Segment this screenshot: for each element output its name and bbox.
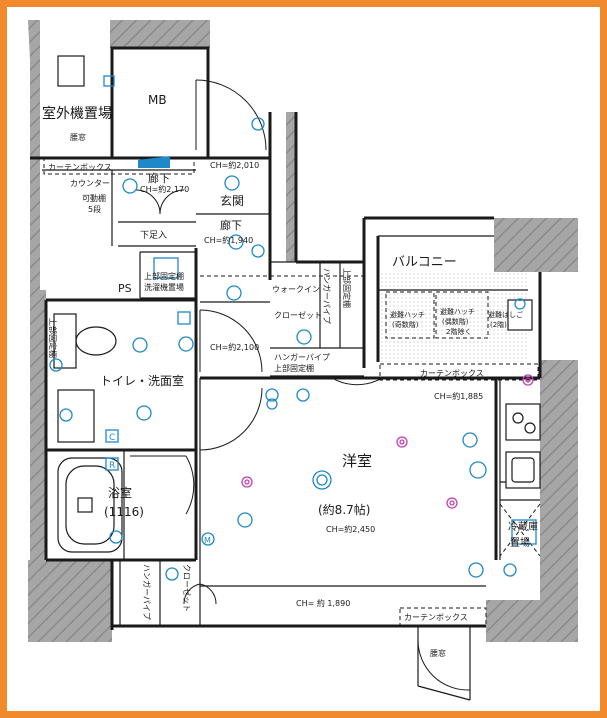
symbol-r-label: R [109, 461, 115, 471]
walk-in-closet-label: ウォークイン [272, 285, 320, 294]
ch-mid-label: CH=約2,100 [210, 342, 259, 352]
window-waist-bottom-label: 腰窓 [430, 648, 446, 658]
electrical-symbols [49, 75, 537, 581]
hanger-pipe-upper-shelf-1-label: ハンガーパイプ [274, 352, 330, 362]
symbol-m-label: M [204, 536, 211, 545]
bathroom-label: 浴室 [108, 485, 132, 500]
window-waist-top-label: 腰窓 [70, 132, 86, 142]
entrance-label: 玄関 [220, 193, 244, 208]
evac-hatch-1-line1: 避難ハッチ [390, 310, 425, 319]
switch-panel-icon [138, 156, 170, 168]
mb-label: MB [148, 93, 167, 107]
outdoor-unit-label: 室外機置場 [42, 105, 112, 122]
balcony-label: バルコニー [392, 255, 457, 270]
plumbing-fixtures [53, 55, 541, 553]
curtain-box-right-label: カーテンボックス [420, 369, 484, 378]
washer-area-label: 洗濯機置場 [144, 282, 184, 292]
hanger-pipe-label: ハンガーパイプ [322, 268, 332, 324]
evac-hatch-2-line1: 避難ハッチ [440, 307, 475, 316]
upper-fixed-shelf-label: 上部固定棚 [342, 268, 352, 308]
curtain-box-bottom-label: カーテンボックス [404, 613, 468, 622]
evac-hatch-2-line3: 2階除く [446, 327, 471, 336]
upper-fixed-shelf-toilet-label: 上部固定棚 [48, 318, 58, 358]
evac-ladder-line1: 避難はしご [488, 310, 523, 319]
symbol-c-label: C [109, 433, 115, 443]
ch-corridor-1-label: CH=約2,170 [140, 184, 189, 194]
ch-corridor-2-label: CH=約1,940 [204, 235, 253, 245]
counter-label: カウンター [70, 179, 110, 188]
shelf-count-label: 5段 [88, 204, 101, 214]
ps-label: PS [118, 282, 132, 295]
evac-hatch-1-line2: (奇数階) [392, 320, 419, 329]
exterior-walls [28, 20, 578, 642]
evac-ladder-line2: (2階) [490, 320, 507, 329]
ch-right-label: CH=約1,885 [434, 391, 483, 401]
western-size-label: (約8.7帖) [318, 502, 370, 517]
shoe-step-label: 下足入 [140, 230, 167, 241]
hanger-pipe-bottom-label: ハンガーパイプ [142, 564, 152, 620]
upper-shelf-dryer-label: 上部固定棚 [144, 271, 184, 281]
closet-bottom-label: クローゼット [182, 564, 192, 612]
ch-bottom-label: CH= 約 1,890 [296, 598, 350, 608]
room-labels: 室外機置場 MB 腰窓 カーテンボックス CH=約2,010 廊下 CH=約2,… [42, 93, 538, 658]
evac-hatch-2-line2: (偶数階) [442, 317, 469, 326]
ceiling-lights [241, 374, 534, 509]
corridor-1-label: 廊下 [148, 171, 170, 185]
dashed-lines [43, 157, 541, 627]
closet-label: クローゼット [274, 310, 322, 320]
curtain-box-top-label: カーテンボックス [48, 163, 112, 172]
ch-western-label: CH=約2,450 [326, 524, 375, 534]
ch-entry-label: CH=約2,010 [210, 160, 259, 170]
corridor-2-label: 廊下 [220, 218, 242, 232]
fridge-line2: 置場 [510, 536, 530, 549]
toilet-wash-label: トイレ・洗面室 [100, 373, 184, 388]
hanger-pipe-upper-shelf-2-label: 上部固定棚 [274, 363, 314, 373]
doors [130, 79, 471, 691]
bath-size-label: (1116) [104, 505, 144, 519]
interior-lines [42, 169, 540, 701]
movable-shelf-label: 可動棚 [82, 193, 106, 203]
fridge-line1: 冷蔵庫 [508, 520, 538, 533]
balcony-area [378, 272, 528, 362]
western-room-label: 洋室 [342, 452, 372, 470]
